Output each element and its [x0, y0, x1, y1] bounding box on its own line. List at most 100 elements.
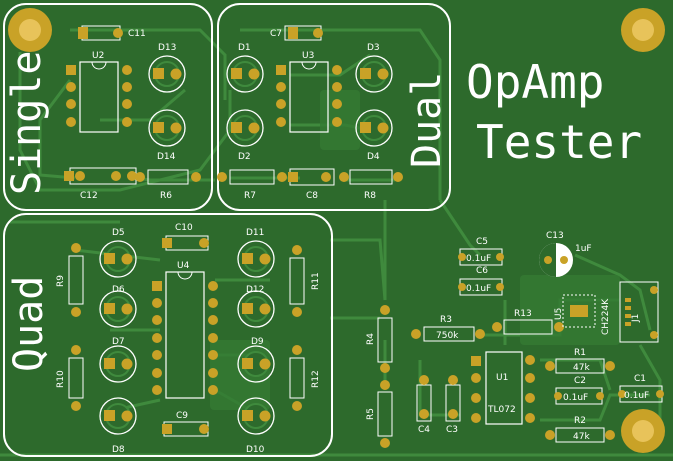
led-D3 — [355, 55, 393, 93]
ref-R9: R9 — [56, 275, 66, 287]
cap-C7 — [284, 25, 323, 41]
ref-D14: D14 — [157, 152, 176, 162]
value-R2: 47k — [573, 432, 590, 442]
resistor-R10 — [68, 345, 84, 411]
ref-D5: D5 — [112, 228, 125, 238]
cap-C8 — [288, 168, 335, 186]
ref-C7: C7 — [270, 29, 282, 39]
dual-section-outline — [217, 3, 451, 211]
resistor-R8 — [339, 169, 403, 185]
ref-R10: R10 — [56, 370, 66, 388]
single-section-outline — [3, 3, 213, 211]
resistor-R9 — [68, 243, 84, 317]
value-R1: 47k — [573, 363, 590, 373]
ref-R6: R6 — [160, 191, 172, 201]
ref-C12: C12 — [80, 191, 98, 201]
led-D1 — [226, 55, 264, 93]
ref-D7: D7 — [112, 337, 125, 347]
ref-U4: U4 — [177, 261, 190, 271]
ref-D6: D6 — [112, 285, 125, 295]
led-D11 — [237, 240, 275, 278]
led-D5 — [99, 240, 137, 278]
mounting-holes — [8, 8, 665, 453]
cap-C1 — [618, 385, 664, 403]
section-label-dual: Dual — [404, 72, 450, 168]
quad-section-outline — [3, 213, 333, 457]
led-D9 — [237, 345, 275, 383]
ref-R1: R1 — [574, 348, 586, 358]
resistor-R11 — [289, 245, 305, 317]
cap-C5 — [458, 248, 504, 266]
led-D13 — [148, 55, 186, 93]
ref-C9: C9 — [176, 411, 188, 421]
resistor-R13 — [492, 319, 564, 335]
chip-U4 — [152, 271, 218, 399]
chip-U1 — [471, 351, 535, 425]
led-D14 — [148, 109, 186, 147]
ref-D4: D4 — [367, 152, 380, 162]
resistor-R7 — [217, 169, 287, 185]
ref-C1: C1 — [634, 374, 646, 384]
cap-C2 — [554, 387, 604, 405]
value-C2: 0.1uF — [563, 393, 588, 403]
ref-R12: R12 — [311, 370, 321, 388]
ref-R4: R4 — [366, 333, 376, 345]
value-C1: 0.1uF — [624, 391, 649, 401]
cap-C9 — [162, 421, 209, 437]
led-D10 — [237, 397, 275, 435]
value-C13: 1uF — [575, 244, 592, 254]
cap-C13 — [539, 243, 573, 277]
ref-C2: C2 — [574, 376, 586, 386]
ref-D3: D3 — [367, 43, 380, 53]
ref-R13: R13 — [514, 309, 532, 319]
led-D4 — [355, 109, 393, 147]
cap-C4 — [416, 375, 432, 422]
ref-U5: U5 — [554, 308, 564, 320]
ref-R2: R2 — [574, 416, 586, 426]
led-D6 — [99, 290, 137, 328]
ref-D2: D2 — [238, 152, 251, 162]
resistor-R6 — [135, 169, 201, 185]
ref-R5: R5 — [366, 408, 376, 420]
value-U5: CH224K — [601, 298, 611, 335]
resistor-R3 — [411, 326, 485, 342]
value-C5: 0.1uF — [466, 254, 491, 264]
ref-D11: D11 — [246, 228, 264, 238]
ref-D1: D1 — [238, 43, 251, 53]
led-D8 — [99, 397, 137, 435]
ref-C11: C11 — [128, 29, 146, 39]
chip-U3 — [276, 61, 342, 133]
value-R3: 750k — [436, 331, 459, 341]
ref-C13: C13 — [546, 231, 564, 241]
ref-D10: D10 — [246, 445, 265, 455]
resistor-R2 — [545, 427, 615, 443]
ref-D12: D12 — [246, 285, 264, 295]
ref-D13: D13 — [158, 43, 176, 53]
chip-U5 — [562, 294, 596, 328]
chip-U2 — [66, 61, 132, 133]
ref-U2: U2 — [92, 51, 104, 61]
value-C6: 0.1uF — [466, 284, 491, 294]
ref-C10: C10 — [175, 223, 193, 233]
resistor-R1 — [545, 358, 615, 374]
cap-C10 — [162, 235, 209, 251]
resistor-R5 — [377, 380, 393, 448]
ref-C3: C3 — [446, 425, 458, 435]
value-U1: TL072 — [487, 405, 516, 415]
cap-C6 — [458, 278, 504, 296]
led-D2 — [226, 109, 264, 147]
board-title-line1: OpAmp — [466, 55, 604, 109]
resistor-R12 — [289, 345, 305, 411]
ref-C5: C5 — [476, 237, 488, 247]
resistor-R4 — [377, 305, 393, 373]
ref-U1: U1 — [496, 373, 508, 383]
led-D7 — [99, 345, 137, 383]
ref-C4: C4 — [418, 425, 430, 435]
ref-R3: R3 — [440, 315, 452, 325]
led-D12 — [237, 290, 275, 328]
ref-R11: R11 — [311, 272, 321, 290]
section-label-single: Single — [4, 51, 50, 196]
ref-J1: J1 — [631, 314, 641, 323]
